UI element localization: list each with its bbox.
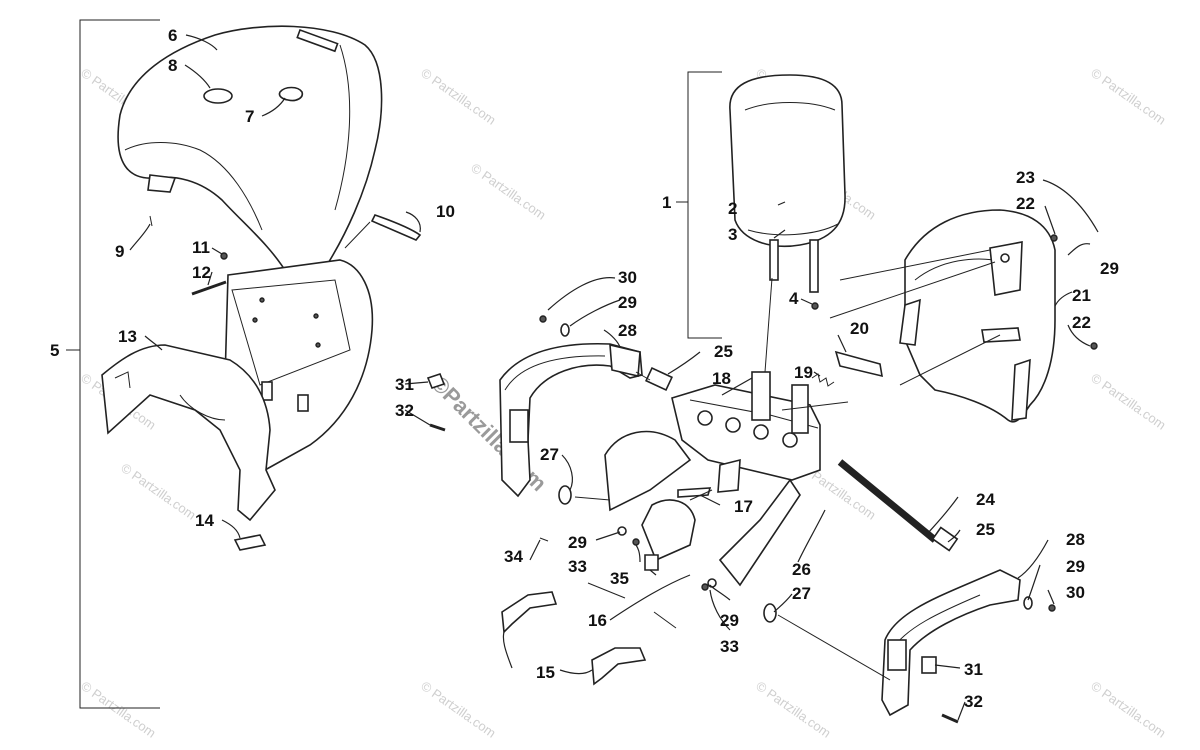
callout-33a: 33: [568, 557, 587, 576]
callout-labels: 1 2 3 4 5 6 7 8 9 10 11 12 13 14 15 16 1…: [50, 26, 1119, 711]
seat-base: [101, 259, 374, 551]
watermark-text: © Partzilla.com: [753, 678, 833, 741]
callout-10: 10: [436, 202, 455, 221]
backrest-frame: [604, 371, 821, 587]
watermark-text: © Partzilla.com: [418, 678, 498, 741]
callout-25b: 25: [976, 520, 995, 539]
watermark-text: © Partzilla.com: [118, 460, 198, 523]
callout-1: 1: [662, 193, 671, 212]
callout-17: 17: [734, 497, 753, 516]
seat-hardware: [149, 215, 228, 296]
callout-29d: 29: [720, 611, 739, 630]
handle-right: [881, 569, 1021, 717]
callout-12: 12: [192, 263, 211, 282]
callout-16: 16: [588, 611, 607, 630]
callout-22b: 22: [1072, 313, 1091, 332]
callout-29c: 29: [568, 533, 587, 552]
watermark-text: © Partzilla.com: [78, 678, 158, 741]
seat-strap: [370, 214, 422, 241]
watermark-text: © Partzilla.com: [1088, 370, 1168, 433]
callout-31a: 31: [395, 375, 414, 394]
latch-and-spring: [811, 350, 883, 387]
seat-assembly-bracket: [66, 19, 160, 709]
callout-9: 9: [115, 242, 124, 261]
callout-3: 3: [728, 225, 737, 244]
clips-and-pins: [501, 582, 677, 686]
callout-19: 19: [794, 363, 813, 382]
rear-shell: [899, 209, 1056, 423]
callout-30a: 30: [618, 268, 637, 287]
callout-5: 5: [50, 341, 59, 360]
watermark-text: © Partzilla.com: [468, 160, 548, 223]
callout-7: 7: [245, 107, 254, 126]
watermark-text: © Partzilla.com: [418, 65, 498, 128]
callout-23: 23: [1016, 168, 1035, 187]
callout-20: 20: [850, 319, 869, 338]
callout-4: 4: [789, 289, 799, 308]
leader-lines: [129, 34, 1099, 721]
callout-32b: 32: [964, 692, 983, 711]
backrest-pad: [729, 74, 846, 248]
callout-31b: 31: [964, 660, 983, 679]
callout-27a: 27: [540, 445, 559, 464]
callout-27b: 27: [792, 584, 811, 603]
callout-21: 21: [1072, 286, 1091, 305]
callout-33b: 33: [720, 637, 739, 656]
callout-28a: 28: [618, 321, 637, 340]
callout-11: 11: [192, 238, 210, 257]
seat-cushion: [117, 25, 383, 283]
callout-34: 34: [504, 547, 523, 566]
callout-35: 35: [610, 569, 629, 588]
backrest-bracket: [676, 71, 722, 339]
rods-and-spacers: [645, 366, 959, 552]
callout-29b: 29: [1100, 259, 1119, 278]
fasteners: [426, 234, 1098, 724]
callout-22a: 22: [1016, 194, 1035, 213]
callout-18: 18: [712, 369, 731, 388]
backrest-posts: [769, 239, 819, 310]
callout-32a: 32: [395, 401, 414, 420]
callout-2: 2: [728, 199, 737, 218]
callout-6: 6: [168, 26, 177, 45]
callout-30b: 30: [1066, 583, 1085, 602]
watermark-text: © Partzilla.com: [1088, 65, 1168, 128]
callout-28b: 28: [1066, 530, 1085, 549]
callout-29e: 29: [1066, 557, 1085, 576]
watermark-text: © Partzilla.com: [1088, 678, 1168, 741]
callout-15: 15: [536, 663, 555, 682]
callout-13: 13: [118, 327, 137, 346]
callout-25a: 25: [714, 342, 733, 361]
callout-14: 14: [195, 511, 214, 530]
callout-24: 24: [976, 490, 995, 509]
callout-29a: 29: [618, 293, 637, 312]
handle-left: [499, 342, 643, 498]
callout-8: 8: [168, 56, 177, 75]
callout-26: 26: [792, 560, 811, 579]
